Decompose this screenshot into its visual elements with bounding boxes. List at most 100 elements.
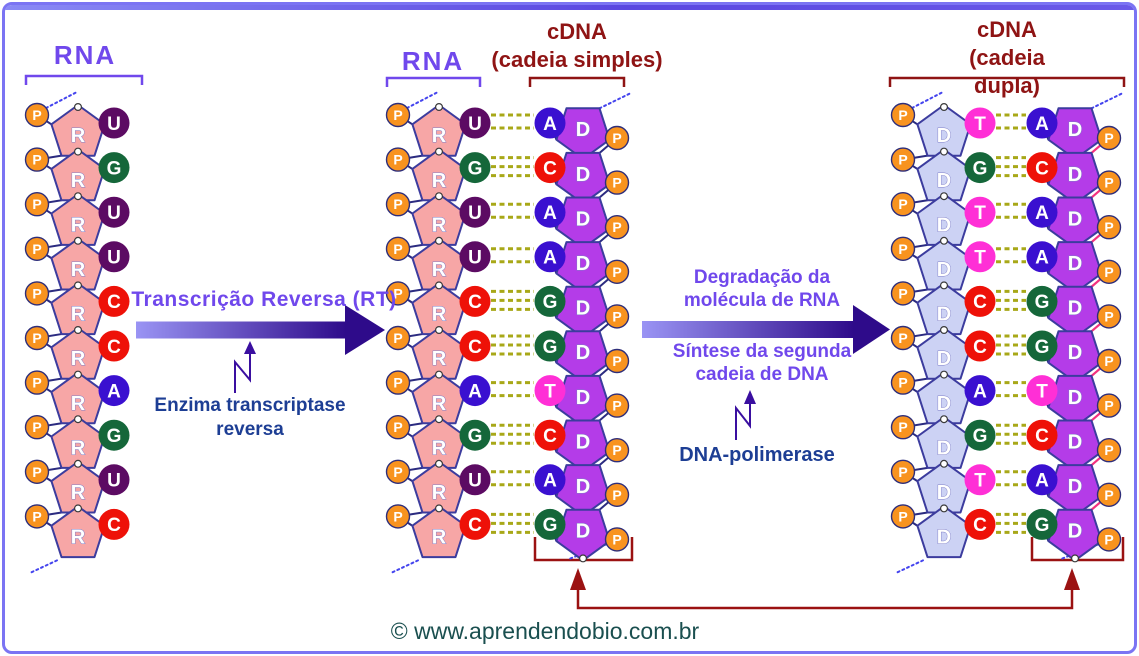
cdna-single-strand-label: cDNA (cadeia simples) [491, 19, 663, 72]
base-label: U [107, 471, 121, 492]
oxygen-dot-icon [939, 236, 948, 245]
base-circle [534, 330, 566, 362]
phosphate-circle [24, 459, 50, 484]
base-label: A [543, 471, 557, 492]
phosphate-label: P [393, 508, 402, 524]
sugar-label: R [71, 482, 86, 504]
reverse-transcriptase-label: Enzima transcriptase reversa [154, 395, 346, 440]
strand-continues-icon [45, 91, 78, 109]
phosphate-label: P [393, 196, 402, 212]
sugar-label: D [576, 387, 590, 409]
base-label: C [468, 515, 482, 536]
phosphate-circle [1096, 214, 1122, 240]
phosphate-circle [604, 527, 630, 552]
base-label: C [543, 426, 557, 447]
sugar-label: D [1068, 119, 1082, 141]
sugar-pentagon [555, 241, 611, 294]
phosphate-label: P [32, 419, 41, 435]
base-circle [534, 508, 566, 540]
base-circle [964, 107, 996, 139]
sugar-label: D [1068, 164, 1082, 186]
phosphate-label: P [1104, 442, 1113, 458]
phosphate-label: P [898, 375, 907, 391]
phosphate-circle [385, 281, 411, 306]
phosphate-circle [385, 147, 411, 172]
phosphate-circle [24, 415, 50, 440]
sugar-label: R [71, 304, 86, 326]
base-label: G [1035, 337, 1050, 358]
base-circle [98, 330, 130, 362]
sugar-label: D [937, 304, 951, 326]
phosphate-label: P [32, 375, 41, 391]
arrow-bar [136, 321, 346, 339]
phosphate-circle [1096, 259, 1122, 284]
base-label: G [543, 515, 558, 536]
connector-arrowhead-left [570, 568, 586, 590]
phosphate-circle [385, 459, 411, 484]
strand-continues-icon [911, 91, 944, 109]
sugar-pentagon [1047, 107, 1103, 160]
strand-continues-icon [406, 91, 439, 109]
base-label: A [543, 248, 557, 269]
phosphate-label: P [32, 508, 41, 524]
sugar-label: R [71, 348, 86, 370]
base-circle [534, 375, 566, 407]
phosphate-circle [24, 191, 50, 217]
base-label: A [1035, 203, 1049, 224]
sugar-pentagon [555, 151, 611, 205]
sugar-label: D [937, 393, 951, 415]
frame-top-accent [5, 5, 1134, 10]
phosphate-circle [604, 125, 630, 151]
base-circle [459, 107, 491, 139]
sugar-label: D [576, 298, 590, 320]
sugar-label: D [1068, 387, 1082, 409]
phosphate-label: P [898, 241, 907, 257]
base-label: C [1035, 158, 1049, 179]
dna-polymerase-label: DNA-polimerase [679, 444, 835, 466]
phosphate-label: P [898, 107, 907, 123]
phosphate-label: P [393, 419, 402, 435]
oxygen-dot-icon [939, 326, 948, 335]
rna-label-left: RNA [53, 40, 117, 70]
rna-label-middle: RNA [401, 46, 465, 76]
base-circle [534, 196, 566, 228]
oxygen-dot-icon [435, 281, 444, 290]
phosphate-circle [604, 214, 630, 240]
cdna-dupla-bracket [888, 76, 1126, 87]
sugar-label: D [1068, 253, 1082, 275]
sugar-pentagon [1047, 196, 1103, 250]
oxygen-dot-icon [939, 192, 948, 201]
sugar-label: D [576, 164, 590, 186]
base-label: G [543, 337, 558, 358]
zigzag-line [735, 402, 751, 440]
sugar-label: R [432, 304, 447, 326]
arrow-bar [642, 321, 854, 338]
base-label: T [974, 471, 986, 492]
phosphate-label: P [612, 531, 621, 547]
phosphate-label: P [612, 398, 621, 414]
base-circle [964, 375, 996, 407]
second-strand-arrow [642, 305, 890, 354]
cdna-double-strand-label: cDNA (cadeia dupla) [969, 17, 1045, 98]
sugar-pentagon [1047, 241, 1103, 294]
base-circle [964, 285, 996, 317]
oxygen-dot-icon [73, 147, 82, 156]
base-circle [98, 285, 130, 317]
rna-bracket-middle [385, 76, 482, 87]
sugar-label: R [71, 393, 86, 415]
phosphate-circle [890, 370, 916, 395]
oxygen-dot-icon [435, 147, 444, 156]
oxygen-dot-icon [435, 459, 444, 468]
sugar-label: D [937, 348, 951, 370]
phosphate-circle [385, 504, 411, 529]
rna-bracket-left [24, 74, 144, 85]
base-label: U [107, 114, 121, 135]
copyright-text: © www.aprendendobio.com.br [390, 618, 700, 644]
phosphate-circle [890, 415, 916, 440]
sugar-label: R [432, 348, 447, 370]
base-label: T [1036, 381, 1048, 402]
phosphate-label: P [32, 196, 41, 212]
phosphate-circle [890, 504, 916, 529]
